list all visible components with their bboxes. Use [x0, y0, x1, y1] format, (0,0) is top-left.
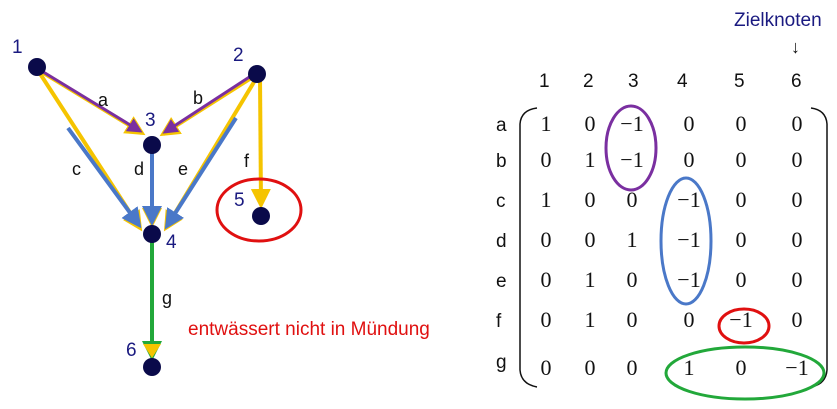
- matrix-row-headers: a b c d e f g: [496, 115, 507, 373]
- matrix-cell: 1: [541, 111, 552, 136]
- row-header: e: [496, 271, 507, 292]
- annotation-text: entwässert nicht in Mündung: [188, 319, 430, 340]
- matrix-cell: 1: [684, 355, 695, 380]
- col-header: 5: [734, 71, 745, 92]
- matrix-cell: 0: [627, 267, 638, 292]
- col-header: 4: [677, 71, 688, 92]
- matrix-cell: 0: [627, 307, 638, 332]
- matrix-cell: −1: [677, 227, 700, 252]
- matrix-cell: 0: [736, 355, 747, 380]
- edge-g: [142, 236, 162, 361]
- edge-b: [159, 72, 258, 137]
- matrix-cell: 0: [541, 147, 552, 172]
- matrix-cell: 0: [792, 147, 803, 172]
- edge-c: [35, 67, 143, 232]
- matrix-cell: −1: [620, 147, 643, 172]
- matrix-cell: 1: [585, 267, 596, 292]
- edge-label-a: a: [98, 90, 109, 110]
- row-header: g: [496, 352, 507, 373]
- matrix-cell: 0: [736, 267, 747, 292]
- matrix-cell: −1: [620, 111, 643, 136]
- matrix-cell: 0: [541, 227, 552, 252]
- edge-a: [35, 67, 146, 136]
- highlight-ellipse-column-3: [604, 104, 658, 192]
- matrix-cell: 0: [736, 187, 747, 212]
- edge-e: [163, 75, 259, 232]
- edge-label-b: b: [193, 88, 203, 108]
- highlight-ellipse-column-4: [659, 176, 713, 306]
- target-node-label: Zielknoten: [734, 10, 822, 31]
- matrix-cell: 0: [627, 355, 638, 380]
- matrix-cell: 0: [585, 111, 596, 136]
- matrix-cell: 0: [792, 111, 803, 136]
- matrix-cell: 0: [736, 227, 747, 252]
- col-header: 2: [583, 71, 594, 92]
- matrix-cell: 0: [585, 187, 596, 212]
- matrix-cell: 0: [585, 227, 596, 252]
- node-3: [143, 136, 161, 154]
- edge-label-g: g: [162, 288, 172, 308]
- edge-label-f: f: [244, 151, 250, 171]
- matrix-cell: 1: [585, 147, 596, 172]
- highlight-ellipse-node-5: [215, 177, 303, 243]
- row-header: c: [496, 191, 506, 212]
- matrix-cell: 0: [585, 355, 596, 380]
- edge-label-e: e: [178, 159, 188, 179]
- node-2: [248, 65, 266, 83]
- node-label-2: 2: [233, 45, 244, 66]
- matrix-cell: 0: [684, 111, 695, 136]
- matrix-cell: 0: [792, 187, 803, 212]
- matrix-cell: 0: [792, 267, 803, 292]
- highlight-ellipse-row-g: [664, 345, 826, 401]
- node-1: [28, 58, 46, 76]
- node-label-4: 4: [166, 232, 177, 253]
- matrix-cell: −1: [785, 355, 808, 380]
- col-header: 3: [628, 71, 639, 92]
- matrix-cell: 0: [684, 307, 695, 332]
- node-label-6: 6: [126, 340, 137, 361]
- row-header: d: [496, 231, 507, 252]
- target-arrow: ↓: [791, 37, 800, 57]
- matrix-cell: 0: [541, 267, 552, 292]
- matrix-column-headers: 1 2 3 4 5 6: [539, 71, 802, 92]
- matrix-cell: −1: [729, 307, 752, 332]
- matrix-cell: 0: [684, 147, 695, 172]
- node-4: [143, 225, 161, 243]
- col-header: 1: [539, 71, 550, 92]
- edge-label-d: d: [134, 159, 144, 179]
- matrix-cell: 0: [627, 187, 638, 212]
- matrix-cell: 0: [736, 111, 747, 136]
- row-header: a: [496, 115, 507, 136]
- highlight-ellipse-row-f: [717, 307, 771, 345]
- matrix-cell: 0: [541, 307, 552, 332]
- row-header: f: [496, 311, 502, 332]
- matrix-left-bracket: [519, 107, 538, 388]
- matrix-right-bracket: [810, 107, 828, 388]
- matrix-cell: 0: [736, 147, 747, 172]
- node-5: [252, 207, 270, 225]
- matrix-cell: 0: [792, 307, 803, 332]
- node-label-5: 5: [234, 190, 245, 211]
- node-label-3: 3: [145, 110, 156, 131]
- matrix-cell: −1: [677, 187, 700, 212]
- matrix-cell: 1: [541, 187, 552, 212]
- col-header: 6: [791, 71, 802, 92]
- row-header: b: [496, 151, 507, 172]
- matrix-cell: 0: [541, 355, 552, 380]
- edge-f: [250, 76, 271, 209]
- node-6: [143, 358, 161, 376]
- matrix-cell: 1: [627, 227, 638, 252]
- node-label-1: 1: [12, 37, 23, 58]
- matrix-cell: 0: [792, 227, 803, 252]
- matrix-cell: 1: [585, 307, 596, 332]
- matrix-cell: −1: [677, 267, 700, 292]
- edge-label-c: c: [72, 159, 81, 179]
